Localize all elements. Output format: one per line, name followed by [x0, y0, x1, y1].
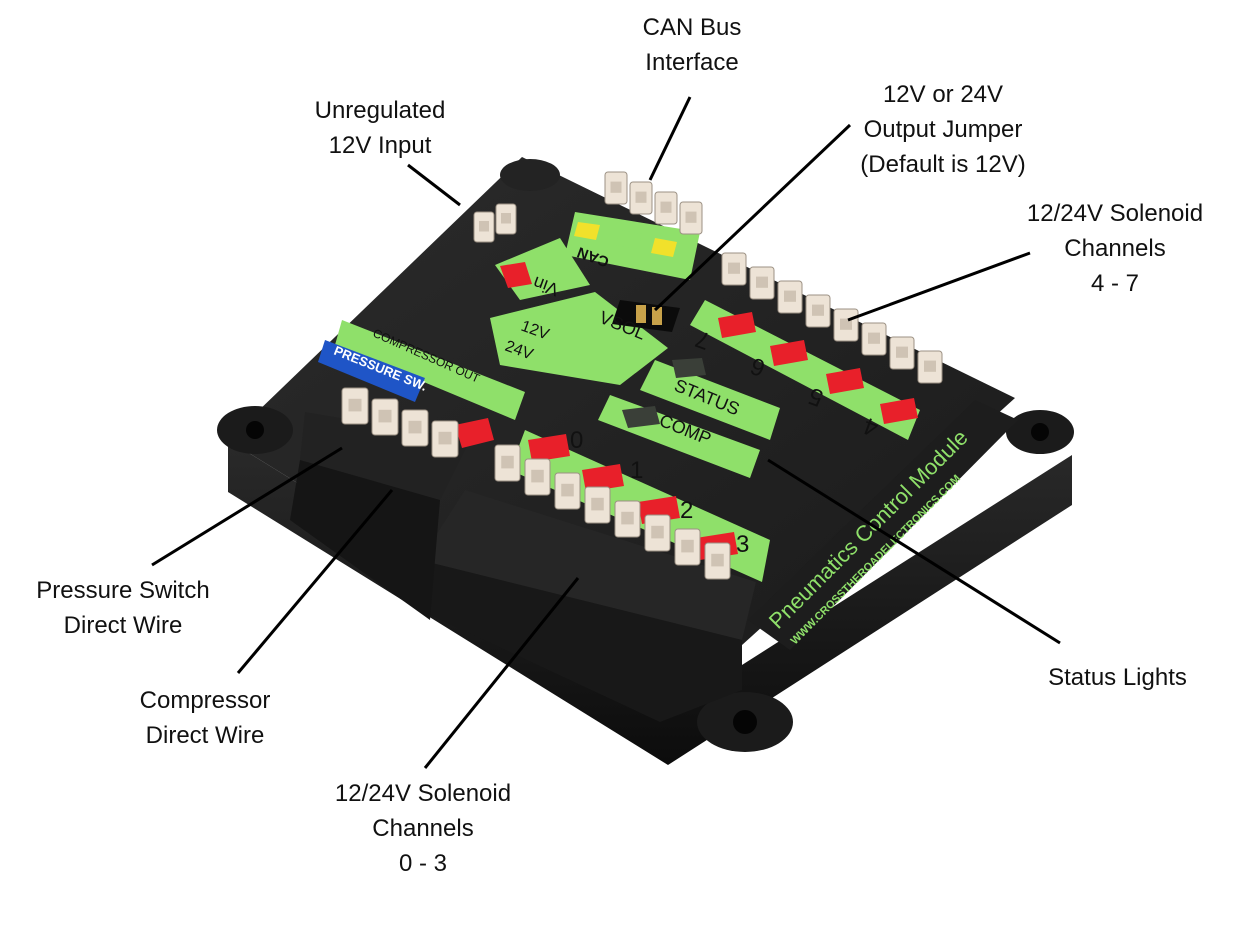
mount-hole-left [246, 421, 264, 439]
leader-sol03 [423, 577, 580, 769]
callout-line: CAN Bus [642, 14, 742, 41]
front-channel-connector-pin-slot-1 [531, 469, 544, 483]
vin-connector-pin-slot-0 [479, 221, 489, 232]
right-channel-connector-pin-slot-2 [784, 290, 796, 302]
product-label-area [748, 400, 1018, 650]
left-connector-skirt [290, 460, 440, 620]
callout-line: 4 - 7 [1090, 270, 1140, 297]
callout-line: 12/24V Solenoid [1026, 200, 1204, 227]
channel-1-label: 1 [630, 457, 643, 484]
can-connector-pin-slot-1 [635, 191, 647, 203]
leader-comp [236, 489, 394, 674]
status-green-area [640, 360, 780, 440]
front-channel-connector-pin-slot-2 [561, 483, 574, 497]
can-connector-pin-slot-0 [610, 181, 622, 193]
callout-line: 12V or 24V [882, 81, 1004, 108]
front-channel-connector-pin-slot-7 [711, 553, 724, 567]
pressure-sw-connector-pin-slot-2 [408, 420, 422, 434]
channel-5-led [826, 368, 864, 394]
callout-line: Interface [645, 49, 739, 76]
can-connector-pin-slot-3 [685, 211, 697, 223]
leader-psw [151, 446, 343, 567]
front-channel-connector-pin-slot-3 [591, 497, 604, 511]
leader-vin [407, 163, 461, 207]
channel-6-led [770, 340, 808, 366]
right-channel-connector-pin-slot-5 [868, 332, 880, 344]
callout-solenoid-4-7: 12/24V Solenoid Channels 4 - 7 [1010, 196, 1220, 301]
can-led-3 [651, 238, 677, 257]
callout-line: Channels [1064, 235, 1166, 262]
callout-can-bus-interface: CAN Bus Interface [612, 10, 772, 80]
callout-line: Direct Wire [63, 612, 183, 639]
callout-line: 0 - 3 [398, 850, 448, 877]
front-channel-connector-pin-slot-4 [621, 511, 634, 525]
channel-3-label: 3 [736, 531, 749, 558]
callout-line: Pressure Switch [36, 577, 210, 604]
compressor-out-led [455, 418, 494, 448]
pressure-sw-connector-pin-slot-3 [438, 431, 452, 445]
can-led-2 [616, 230, 642, 249]
front-connector-block [420, 490, 756, 640]
right-channel-connector-pin-slot-4 [840, 318, 852, 330]
leader-lines [151, 96, 1061, 769]
vsol-jumper [612, 300, 680, 332]
pressure-sw-connector-pin-slot-0 [348, 398, 362, 412]
callout-status-lights: Status Lights [1030, 660, 1205, 695]
right-channel-connector-pin-slot-7 [924, 360, 936, 372]
callout-line: Direct Wire [145, 722, 265, 749]
callout-line: (Default is 12V) [860, 151, 1026, 178]
callout-line: Unregulated [314, 97, 446, 124]
front-channel-connector-pin-slot-6 [681, 539, 694, 553]
channel-7-led [718, 312, 756, 338]
right-channels-green-area [690, 300, 920, 440]
leader-can [648, 96, 692, 181]
pressure-sw-badge [318, 340, 425, 402]
callout-line: 12V Input [328, 132, 432, 159]
vin-led [500, 262, 532, 288]
right-channel-connector-pin-slot-6 [896, 346, 908, 358]
channel-0-label: 0 [570, 427, 583, 454]
vin-connector-pin-slot-1 [501, 213, 511, 224]
comp-led [622, 406, 660, 428]
leader-jumper [653, 123, 852, 312]
callout-compressor: Compressor Direct Wire [115, 683, 295, 753]
callout-pressure-switch: Pressure Switch Direct Wire [25, 573, 221, 643]
right-channel-connector-pin-slot-3 [812, 304, 824, 316]
leader-status [767, 458, 1061, 645]
channel-0-led [528, 434, 570, 462]
can-led-1 [574, 222, 600, 240]
channel-1-led [582, 464, 624, 492]
channel-2-label: 2 [680, 497, 693, 524]
status-led [672, 358, 706, 378]
front-channel-connector-pin-slot-5 [651, 525, 664, 539]
housing-bottom-side [228, 440, 1072, 765]
compressor-out-green-area [335, 320, 525, 420]
mount-ear-top [500, 159, 560, 191]
leader-sol47 [847, 251, 1031, 322]
callout-line: Output Jumper [863, 116, 1023, 143]
channel-4-led [880, 398, 918, 424]
callout-output-jumper: 12V or 24V Output Jumper (Default is 12V… [843, 77, 1043, 182]
front-channel-connector-pin-slot-0 [501, 455, 514, 469]
mount-hole-bottom [733, 710, 757, 734]
pressure-sw-connector-pin-slot-1 [378, 409, 392, 423]
connectors [341, 171, 943, 580]
front-connector-skirt [420, 560, 742, 722]
mount-hole-right [1031, 423, 1049, 441]
silkscreen [318, 212, 1018, 650]
callout-unregulated-input: Unregulated 12V Input [295, 93, 465, 163]
callout-line: Status Lights [1048, 664, 1187, 691]
callout-line: Compressor [139, 687, 271, 714]
callout-solenoid-0-3: 12/24V Solenoid Channels 0 - 3 [318, 776, 528, 881]
callout-line: Channels [372, 815, 474, 842]
right-channel-connector-pin-slot-1 [756, 276, 768, 288]
callout-line: 12/24V Solenoid [334, 780, 512, 807]
can-connector-pin-slot-2 [660, 201, 672, 213]
right-channel-connector-pin-slot-0 [728, 262, 740, 274]
